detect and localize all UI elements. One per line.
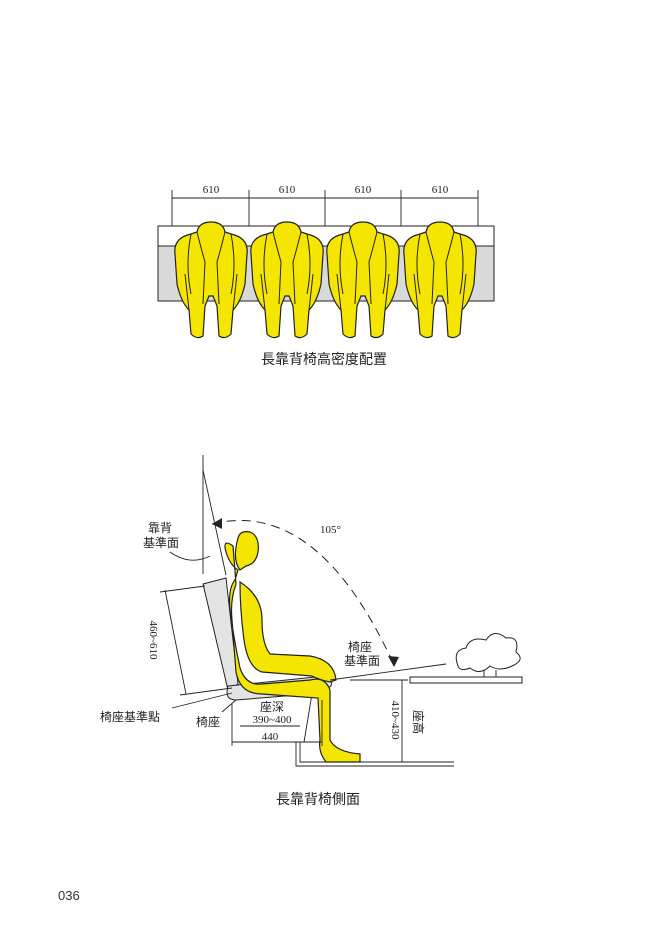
backrest-profile <box>202 577 239 691</box>
seat-height-label: 座高 <box>411 710 426 734</box>
seat-ref-point-label: 椅座基準點 <box>100 709 160 724</box>
arrowhead-icon <box>212 518 222 529</box>
seated-person-arm-leg <box>239 580 337 683</box>
dimension-label: 610 <box>279 184 296 196</box>
plant-stem <box>483 670 497 677</box>
table-top <box>409 676 523 684</box>
seated-person-top-view <box>403 221 477 339</box>
dimension-label: 610 <box>203 184 220 196</box>
back-height-ext <box>159 585 206 593</box>
backrest-ref-label-1: 靠背 <box>148 521 172 535</box>
bench-support <box>303 693 313 743</box>
seat-depth-total: 440 <box>262 731 279 743</box>
seated-person-top-view <box>250 221 324 339</box>
bench-plan: 610 610 610 610 <box>157 184 495 339</box>
arrowhead-icon <box>388 656 399 667</box>
angle-label: 105° <box>320 524 341 536</box>
leader-line <box>169 551 211 561</box>
seat-ref-label-1: 椅座 <box>348 639 372 654</box>
page-number: 036 <box>58 888 80 903</box>
backrest-ref-label-2: 基準面 <box>143 535 179 550</box>
leader-line <box>221 699 237 713</box>
leader-line <box>171 692 233 709</box>
seated-person-head <box>234 531 259 571</box>
bench-side-view: 105° 椅座 基準面 靠背 基準面 460~610 椅座基準點 椅 <box>100 455 523 767</box>
seat-ref-line <box>329 663 447 681</box>
floor-inner-line <box>299 742 454 763</box>
seat-label: 椅座 <box>196 714 220 729</box>
side-caption: 長靠背椅側面 <box>276 792 360 808</box>
plant-icon <box>455 633 521 672</box>
dimension-label: 610 <box>355 184 372 196</box>
seat-depth-label: 座深 <box>260 699 284 714</box>
floor-line <box>295 742 454 767</box>
seat-ref-label-2: 基準面 <box>344 653 380 668</box>
seated-person-body <box>224 542 361 763</box>
seated-person-top-view <box>174 221 248 339</box>
seated-person-top-view <box>326 221 400 339</box>
top-caption: 長靠背椅高密度配置 <box>261 351 387 368</box>
back-height-dim-line <box>164 589 187 695</box>
seat-depth-range: 390~400 <box>253 714 292 726</box>
back-height-ext <box>179 687 233 696</box>
dimension-label: 610 <box>432 184 449 196</box>
back-height-label: 460~610 <box>147 621 159 660</box>
seat-height-range: 410~430 <box>389 701 401 740</box>
